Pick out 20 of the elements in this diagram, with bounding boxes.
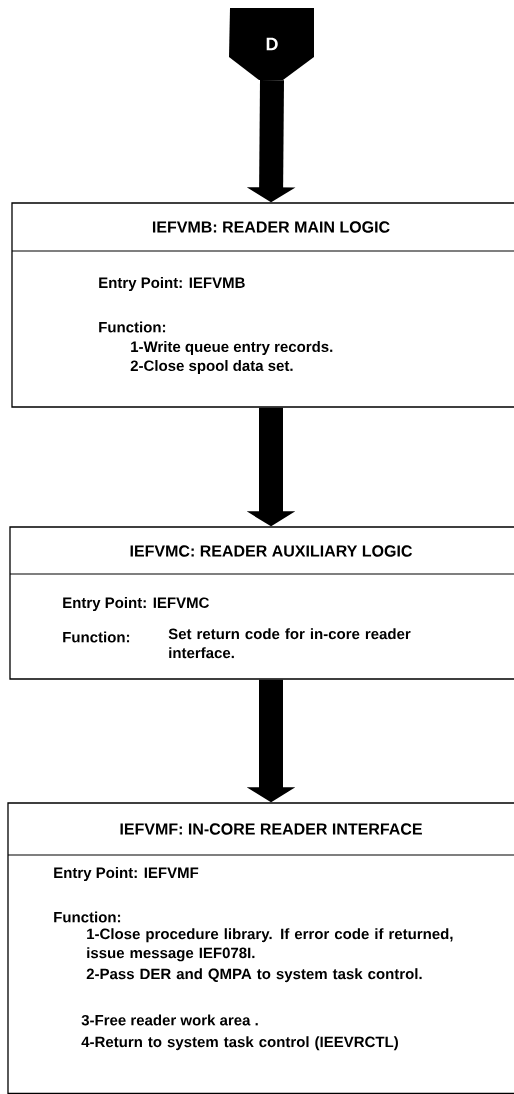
entry-point-text: Entry Point: IEFVMB — [99, 277, 245, 291]
function-label: Function: — [63, 631, 130, 643]
process-box — [11, 202, 514, 408]
process-box — [9, 526, 514, 680]
process-box — [7, 802, 514, 1094]
function-text: Set return code for in-core reader interface. — [168, 628, 411, 659]
box-title: IEFVMF: IN-CORE READER INTERFACE — [120, 823, 422, 835]
box-title: IEFVMC: READER AUXILIARY LOGIC — [130, 545, 413, 557]
box-title: IEFVMB: READER MAIN LOGIC — [152, 221, 390, 233]
function-item: 1-Write queue entry records. — [131, 341, 333, 355]
function-item: 2-Pass DER and QMPA to system task control. — [86, 968, 422, 983]
function-item: 2-Close spool data set. — [130, 360, 293, 374]
off-page-connector: D — [229, 8, 314, 80]
function-label: Function: — [54, 911, 121, 923]
function-item: 3-Free reader work area . — [81, 1014, 258, 1026]
function-label: Function: — [99, 321, 166, 333]
function-item: 4-Return to system task control (IEEVRCTL) — [81, 1036, 398, 1051]
entry-point-text: Entry Point: IEFVMF — [54, 867, 199, 881]
function-item: 1-Close procedure library. If error code if returned, issue message IEF078I. — [87, 928, 453, 962]
entry-point-text: Entry Point: IEFVMC — [63, 597, 209, 611]
